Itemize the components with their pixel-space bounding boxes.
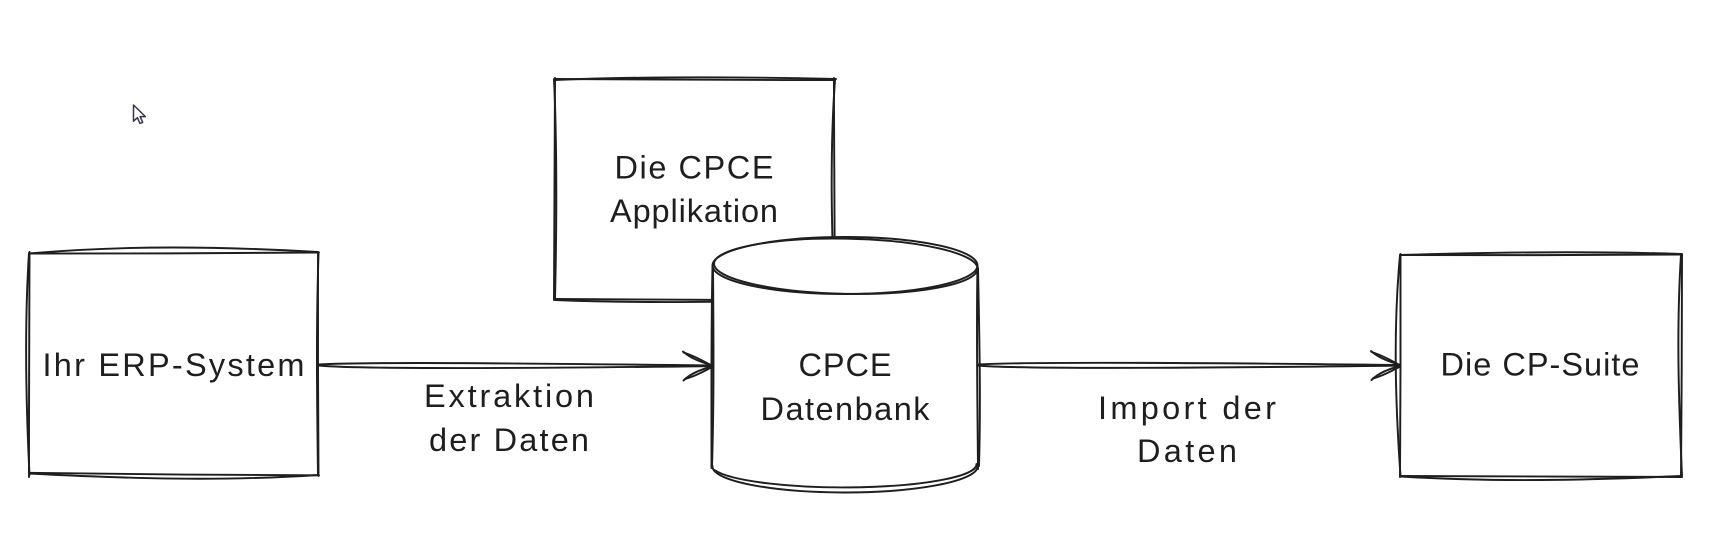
svg-text:Daten: Daten [1137, 433, 1237, 469]
svg-text:Datenbank: Datenbank [761, 391, 931, 427]
svg-text:Extraktion: Extraktion [424, 378, 594, 414]
svg-text:Import der: Import der [1098, 390, 1276, 426]
svg-text:Applikation: Applikation [610, 193, 778, 229]
svg-text:Ihr ERP-System: Ihr ERP-System [43, 347, 305, 383]
svg-text:CPCE: CPCE [799, 347, 892, 383]
svg-text:Die CP-Suite: Die CP-Suite [1441, 347, 1640, 383]
svg-text:der Daten: der Daten [429, 422, 589, 458]
svg-text:Die CPCE: Die CPCE [615, 150, 774, 186]
